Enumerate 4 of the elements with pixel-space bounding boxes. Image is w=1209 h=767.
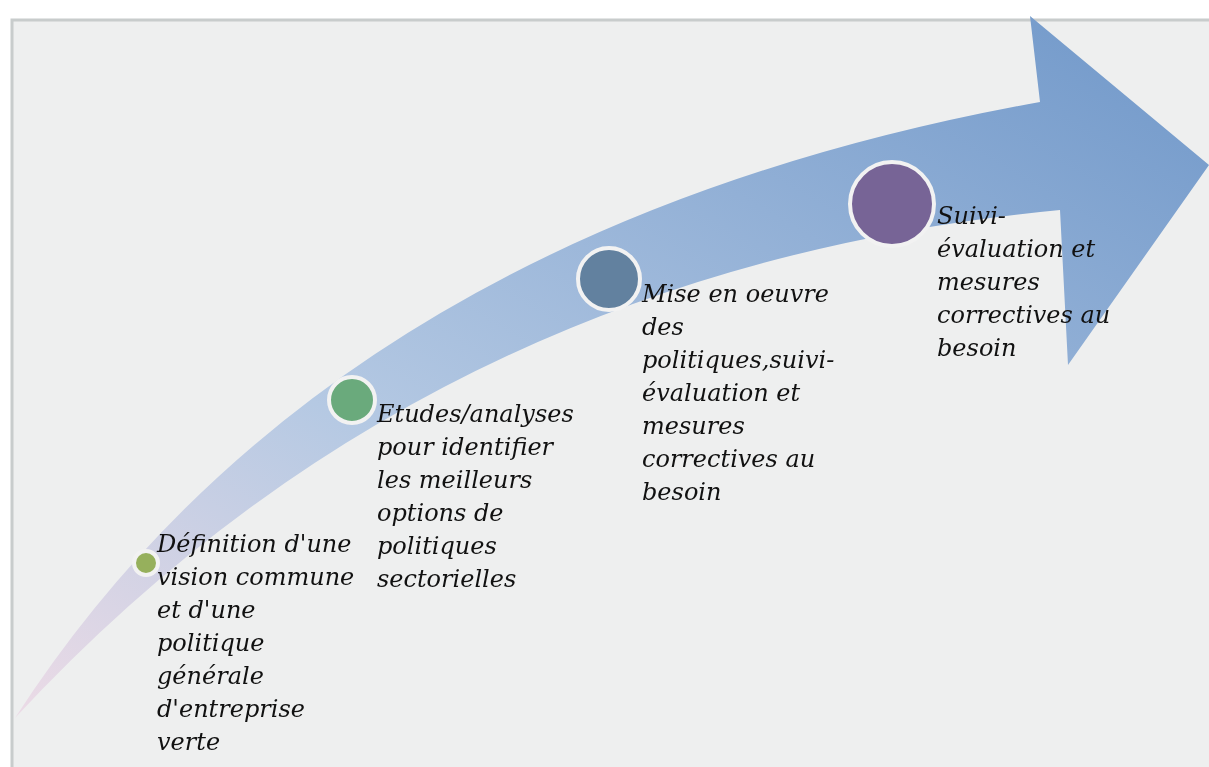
step-label: Définition d'une vision commune et d'une politique générale d'entreprise verte xyxy=(157,529,356,758)
step-label: Suivi-évaluation et mesures correctives au besoin xyxy=(937,201,1112,364)
step-label: Mise en oeuvre des politiques,suivi-évaluation et mesures correctives au besoin xyxy=(642,279,836,508)
step-label: Etudes/analyses pour identifier les meilleurs options de politiques sectorielles xyxy=(377,399,575,595)
